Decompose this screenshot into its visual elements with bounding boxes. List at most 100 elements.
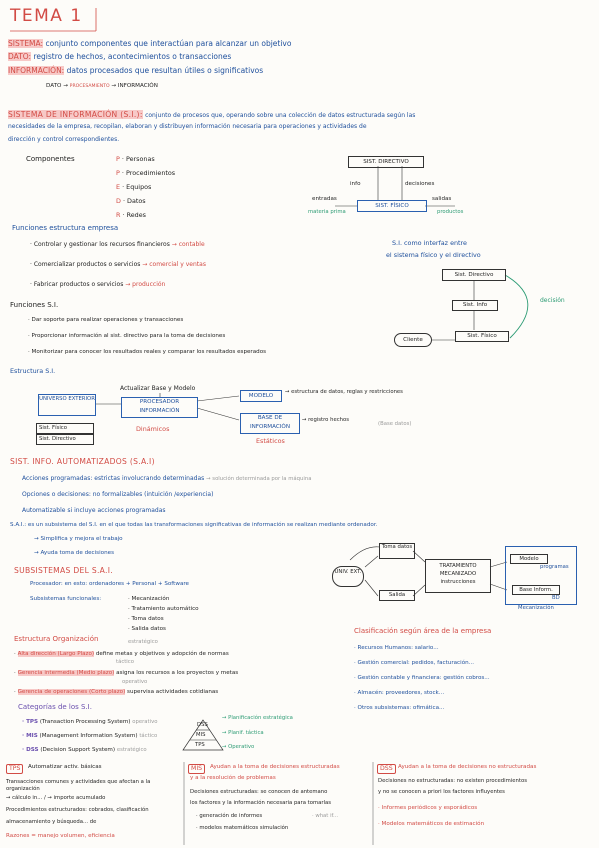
componente-item: D · Datos	[116, 197, 146, 205]
procesador-box: PROCESADOR INFORMACIÓN	[121, 397, 198, 418]
materia-prima-label: materia prima	[308, 209, 346, 215]
info-label: info	[350, 181, 361, 187]
base-data-note: (Base datos)	[378, 421, 412, 427]
dss-line: y no se conocen a priori los factores in…	[378, 789, 505, 795]
funcion-item: · Fabricar productos o servicios → produ…	[30, 281, 166, 288]
acciones-line: Acciones programadas: estrictas involucr…	[22, 475, 312, 482]
procesador-line: Procesador: en esto: ordenadores + Perso…	[30, 581, 189, 587]
flow-middle: PROCESAMIENTO	[69, 84, 110, 89]
tps-tag: TPS	[6, 764, 24, 774]
clasificacion-item: · Otros subsistemas: ofimática...	[354, 705, 445, 711]
def-term: DATO:	[8, 52, 32, 61]
org-item: · Gerencia intermedia (Medio plazo) asig…	[14, 670, 239, 676]
mis-line: · what if...	[312, 813, 339, 819]
tps-line: almacenamiento y búsqueda... de	[6, 819, 97, 825]
funcion-item: · Controlar y gestionar los recursos fin…	[30, 241, 205, 248]
dss-line: Decisiones no estructuradas: no existen …	[378, 778, 527, 784]
flow-to: → INFORMACIÓN	[111, 83, 158, 89]
pyramid-top: DSS	[197, 722, 208, 728]
componente-item: P · Personas	[116, 155, 155, 163]
funcion-si-item: · Monitorizar para conocer los resultado…	[28, 349, 267, 355]
sai-mecanizacion-label: Mecanización	[518, 605, 554, 611]
tps-line: Automatizar activ. básicas	[28, 764, 102, 770]
componente-item: E · Equipos	[116, 183, 152, 191]
def-dato: DATO: registro de hechos, acontecimiento…	[8, 52, 232, 61]
funciones-empresa-heading: Funciones estructura empresa	[12, 224, 119, 232]
si-heading: SISTEMA DE INFORMACIÓN (S.I.):	[8, 110, 143, 119]
mis-line: los factores y la información necesaria …	[190, 800, 332, 806]
mis-line: · generación de informes	[196, 813, 263, 819]
operativo-note: operativo	[122, 679, 148, 685]
tactico-note: táctico	[116, 659, 134, 665]
def-text: registro de hechos, acontecimientos o tr…	[33, 52, 232, 61]
productos-label: productos	[437, 209, 464, 215]
sai-modelo-box: Modelo	[510, 554, 548, 564]
subsistemas-label: Subsistemas funcionales:	[30, 596, 102, 602]
org-item: · Alta dirección (Largo Plazo) define me…	[14, 651, 229, 657]
decisiones-label: decisiones	[405, 181, 435, 187]
tps-line: Razones = manejo volumen, eficiencia	[6, 833, 115, 839]
clasificacion-item: · Gestión comercial: pedidos, facturació…	[354, 660, 474, 666]
def-term: SISTEMA:	[8, 39, 44, 48]
interfaz-fisico-box: Sist. Físico	[455, 331, 509, 342]
pyramid-note: → Planif. táctica	[222, 730, 264, 736]
dss-line: · Modelos matemáticos de estimación	[378, 821, 485, 827]
pyramid-note: → Planificación estratégica	[222, 715, 293, 721]
funcion-si-item: · Proporcionar información al sist. dire…	[28, 333, 226, 339]
interfaz-heading-1: S.I. como interfaz entre	[392, 239, 467, 247]
funcion-si-item: · Dar soporte para realizar operaciones …	[28, 317, 184, 323]
interfaz-directivo-box: Sist. Directivo	[442, 269, 506, 281]
sia-heading: SIST. INFO. AUTOMATIZADOS (S.A.I)	[10, 457, 155, 466]
clasificacion-item: · Recursos Humanos: salario...	[354, 645, 439, 651]
def-text: datos procesados que resultan útiles o s…	[66, 66, 264, 75]
estructura-si-heading: Estructura S.I.	[10, 367, 56, 375]
mis-line: Decisiones estructuradas: se conocen de …	[190, 789, 328, 795]
mis-line: · modelos matemáticos simulación	[196, 825, 289, 831]
sai-def-line: S.A.I.: es un subsistema del S.I. en el …	[10, 522, 378, 528]
sai-universo: UNIV. EXT.	[332, 566, 364, 587]
org-item: · Gerencia de operaciones (Corto plazo) …	[14, 689, 219, 695]
componente-item: P · Procedimientos	[116, 169, 176, 177]
clasificacion-item: · Almacén: proveedores, stock...	[354, 690, 445, 696]
sai-base-box: Base Inform.	[512, 585, 560, 595]
opciones-line: Opciones o decisiones: no formalizables …	[22, 491, 214, 498]
dss-tag: DSS	[377, 764, 396, 774]
decision-label: decisión	[540, 297, 565, 304]
estaticos-label: Estáticos	[256, 437, 285, 445]
estrategico-note: estratégico	[128, 639, 158, 645]
categoria-item: · DSS (Decision Support System) estratég…	[22, 747, 147, 753]
sai-salida-box: Salida	[379, 590, 415, 601]
si-line-3: dirección y control correspondientes.	[8, 136, 120, 143]
sai-bd-label: BD	[552, 595, 560, 601]
dss-line: Ayudan a la toma de decisiones no estruc…	[398, 764, 537, 770]
clasificacion-item: · Gestión contable y financiera: gestión…	[354, 675, 490, 681]
categorias-heading: Categorías de los S.I.	[18, 703, 92, 711]
sai-bullet: → Simplifica y mejora el trabajo	[34, 536, 123, 542]
interfaz-info-box: Sist. Info	[452, 300, 498, 311]
estructura-org-heading: Estructura Organización	[14, 635, 99, 643]
si-line-2: necesidades de la empresa, recopilan, el…	[8, 123, 367, 130]
def-sistema: SISTEMA: conjunto componentes que intera…	[8, 39, 291, 48]
tps-line: → cálculo in... / → importe acumulado	[6, 795, 106, 801]
pyramid-bottom: TPS	[195, 742, 205, 748]
pyramid-mid: MIS	[196, 732, 206, 738]
interfaz-cliente: Cliente	[394, 333, 432, 347]
modelo-note: → estructura de datos, reglas y restricc…	[285, 389, 403, 395]
automatizable-line: Automatizable si incluye acciones progra…	[22, 507, 166, 514]
mis-line: y a la resolución de problemas	[190, 775, 276, 781]
funciones-si-heading: Funciones S.I.	[10, 301, 59, 309]
sai-programas-label: programas	[540, 564, 569, 570]
tps-line: Transacciones comunes y actividades que …	[6, 779, 151, 792]
mis-line: Ayudan a la toma de decisiones estructur…	[210, 764, 340, 770]
dss-line: · Informes periódicos y esporádicos	[378, 805, 478, 811]
funcion-item: · Comercializar productos o servicios → …	[30, 261, 206, 268]
interfaz-heading-2: el sistema físico y el directivo	[386, 251, 481, 259]
sai-bullet: → Ayuda toma de decisiones	[34, 550, 114, 556]
componentes-label: Componentes	[26, 155, 75, 163]
dato-flow: DATO → PROCESAMIENTO → INFORMACIÓN	[46, 83, 158, 90]
def-term: INFORMACIÓN:	[8, 66, 65, 75]
categoria-item: · TPS (Transaction Processing System) op…	[22, 719, 158, 725]
subsistemas-heading: SUBSISTEMAS DEL S.A.I.	[14, 566, 114, 575]
